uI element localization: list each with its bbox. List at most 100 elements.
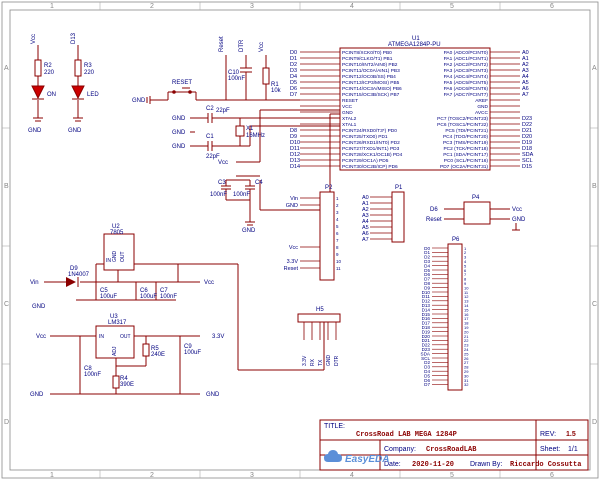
title-label: TITLE: xyxy=(324,423,345,430)
h5-pin-label: RX xyxy=(310,358,316,366)
mcu-right-pin-label: PA4 (ADC4/PCINT4) xyxy=(444,74,489,80)
v33-label: 3.3V xyxy=(212,334,224,340)
col-marker: 3 xyxy=(250,472,254,479)
p6-pin-label: D9 xyxy=(424,285,430,290)
mcu-left-pin-label: PCINT13/ICP3/MOSI) PB5 xyxy=(342,80,400,86)
p4-vcc: Vcc xyxy=(512,207,522,213)
col-marker: 4 xyxy=(350,3,354,10)
mcu-right-pin-label: PA1 (ADC1/PCINT1) xyxy=(444,56,489,62)
led-led-label: LED xyxy=(87,92,99,98)
r2-ref: R2 xyxy=(44,63,52,69)
p1-pin-label: A7 xyxy=(362,237,369,243)
u3-out: OUT xyxy=(120,334,131,340)
title-block: TITLE: CrossRoad LAB MEGA 1284P REV: 1.5… xyxy=(319,419,589,471)
p1-pin-label: A3 xyxy=(362,213,369,219)
p6-pin-label: D5 xyxy=(424,373,430,378)
regulator-5v: Vin U2 7805 IN OUT GND D9 1N4007 C5 100u… xyxy=(30,224,325,371)
gnd-label: GND xyxy=(172,130,186,136)
p6-pin-label: D3 xyxy=(424,365,430,370)
vin-label: Vin xyxy=(30,280,39,286)
p6-pin-number: 25 xyxy=(464,351,469,356)
mcu-left-pin-label: PCINT8/XCK0/T0) PB0 xyxy=(342,50,392,56)
mcu-right-pin-label: PC0 (SCL/PCINT16) xyxy=(444,158,489,164)
mcu-right-pin-label: PA7 (ADC7/PCINT7) xyxy=(444,92,489,98)
mcu-left-pin-label: PCINT15/OC3B/SCK) PB7 xyxy=(342,92,400,98)
col-marker: 2 xyxy=(150,3,154,10)
p6-pin-label: D22 xyxy=(422,343,431,348)
u2-ref: U2 xyxy=(112,224,120,230)
p1-pin-label: A5 xyxy=(362,225,369,231)
p6-pin-number: 11 xyxy=(464,290,469,295)
mcu-right-net-label: D22 xyxy=(522,122,532,128)
mcu-left-net-label: D3 xyxy=(290,68,297,74)
mcu-left-pin-label: VCC xyxy=(342,104,353,110)
mcu-right-net-label: D18 xyxy=(522,146,532,152)
date-value: 2020-11-20 xyxy=(412,461,454,469)
p6-pin-number: 15 xyxy=(464,307,469,312)
p6-pin-label: D0 xyxy=(424,246,430,251)
mcu-left-pin-label: XTAL2 xyxy=(342,116,357,122)
mcu-right-net-label: A3 xyxy=(522,68,529,74)
r4-ref: R4 xyxy=(120,376,128,382)
p6-pin-number: 2 xyxy=(464,250,467,255)
mcu-right-pin-label: PA0 (ADC0/PCINT0) xyxy=(444,50,489,56)
p6-pin-number: 17 xyxy=(464,316,469,321)
p6-pin-label: D20 xyxy=(422,334,431,339)
u2-out: OUT xyxy=(120,251,126,262)
p6-pin-label: D7 xyxy=(424,382,430,387)
mcu-right-net-label: SDA xyxy=(522,152,534,158)
p6-pin-number: 24 xyxy=(464,347,469,352)
rev-value: 1.5 xyxy=(566,431,576,438)
p2-pin-number: 6 xyxy=(336,231,339,236)
date-label: Date: xyxy=(384,461,401,468)
p6-pin-label: D6 xyxy=(424,272,430,277)
mcu-left-pin-label: RESET xyxy=(342,98,358,104)
row-marker: C xyxy=(4,301,9,308)
c7-ref: C7 xyxy=(160,288,168,294)
col-marker: 5 xyxy=(450,3,454,10)
mcu-right-pin-label: PC6 (TOSC1/PCINT22) xyxy=(437,122,488,128)
p2-pin-number: 9 xyxy=(336,252,339,257)
row-marker: D xyxy=(592,419,597,426)
p6-pin-label: D8 xyxy=(424,281,430,286)
dtr-net: DTR xyxy=(239,39,245,52)
p1-pin-label: A0 xyxy=(362,195,369,201)
p2-ref: P2 xyxy=(325,185,333,191)
r1-ref: R1 xyxy=(271,82,279,88)
mcu-left-net-label: D6 xyxy=(290,86,297,92)
mcu-right-pin-label: AREF xyxy=(475,98,488,104)
p6-pin-label: D14 xyxy=(422,307,431,312)
mcu-left-pin-label: PCINT14/OC3A/MISO) PB6 xyxy=(342,86,402,92)
p6-pin-label: D21 xyxy=(422,338,431,343)
title-value: CrossRoad LAB MEGA 1284P xyxy=(356,431,457,439)
reset-circuit: GND RESET Reset DTR Vcc C10 100nF R1 10k xyxy=(132,36,300,104)
col-marker: 6 xyxy=(550,3,554,10)
r3-value: 220 xyxy=(84,70,95,76)
company-value: CrossRoadLAB xyxy=(426,446,477,454)
c5-value: 100uF xyxy=(100,294,117,300)
crystal-circuit: GND GND GND C2 22pF C1 22pF X1 16MHz xyxy=(172,106,330,160)
r3-ref: R3 xyxy=(84,63,92,69)
mcu-right-net-label: D21 xyxy=(522,128,532,134)
gnd-label: GND xyxy=(132,98,146,104)
u3-in: IN xyxy=(99,334,104,340)
p2-pin-label: GND xyxy=(286,203,298,209)
p6-pin-number: 21 xyxy=(464,334,469,339)
row-marker: B xyxy=(592,183,597,190)
c6-ref: C6 xyxy=(140,288,148,294)
c2-ref: C1 xyxy=(206,134,214,140)
gnd-label: GND xyxy=(28,128,42,134)
mcu-left-pin-label: PCINT25/TXD0) PD1 xyxy=(342,134,388,140)
mcu-left-pin-label: PCINT29/OC1A) PD5 xyxy=(342,158,389,164)
mcu-right-pin-label: PC1 (SDA/PCINT17) xyxy=(443,152,488,158)
p6-pin-label: D2 xyxy=(424,255,430,260)
col-marker: 3 xyxy=(250,3,254,10)
c1-ref: C2 xyxy=(206,106,214,112)
p6-pin-number: 16 xyxy=(464,312,469,317)
p1-pin-label: A1 xyxy=(362,201,369,207)
mcu-right-pin-label: PA2 (ADC2/PCINT2) xyxy=(444,62,489,68)
p6-pin-label: D11 xyxy=(422,294,431,299)
sheet-value: 1/1 xyxy=(568,446,578,453)
